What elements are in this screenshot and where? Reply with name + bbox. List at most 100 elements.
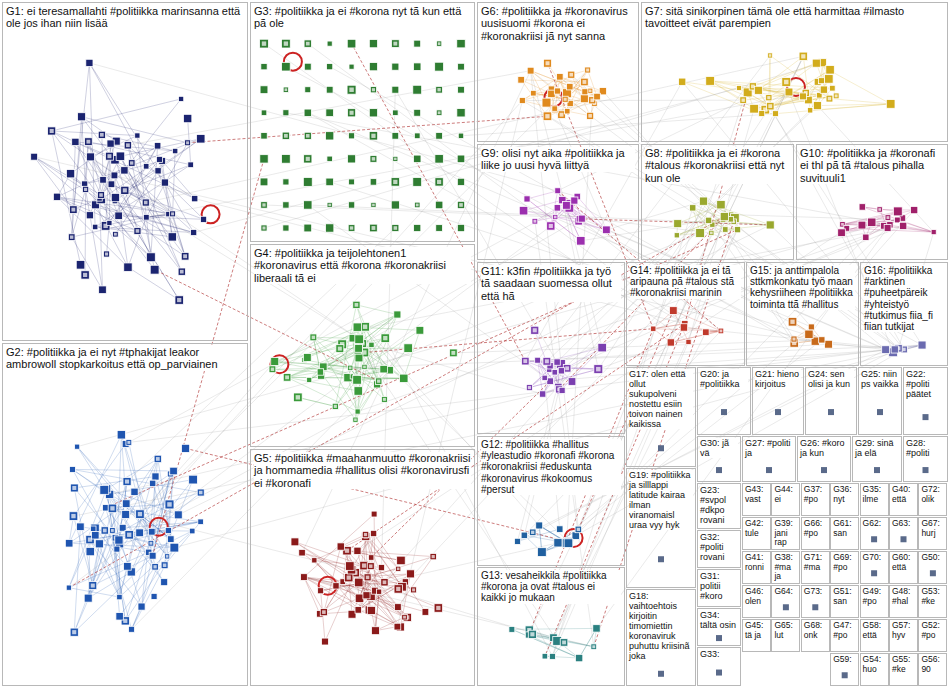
group-label: G35: ilme [863, 485, 886, 504]
vertex [168, 233, 176, 241]
vertex-core [394, 226, 398, 230]
vertex-core [412, 588, 415, 591]
vertex [269, 366, 276, 373]
vertex [125, 530, 134, 539]
vertex [553, 214, 558, 219]
vertex [406, 570, 414, 578]
tie-line [74, 492, 134, 632]
vertex [369, 39, 377, 47]
vertex [185, 140, 191, 146]
tie-line [571, 75, 590, 116]
vertex [282, 132, 289, 139]
vertex [116, 152, 125, 161]
vertex-core [136, 229, 140, 233]
tie-line [355, 573, 438, 608]
vertex [414, 202, 420, 208]
group-label: G29: sinä ja elä [855, 438, 899, 458]
vertex-core [86, 140, 90, 144]
vertex [114, 546, 120, 552]
vertex [766, 95, 772, 101]
group-label: G25: niin ps vaikka [861, 369, 899, 389]
group-box: G67: hurj [918, 517, 947, 550]
group-box: G21: hieno kirjoitus [752, 367, 804, 435]
vertex [304, 132, 311, 139]
vertex [104, 251, 110, 257]
vertex [527, 67, 534, 74]
vertex-core [177, 298, 181, 302]
vertex-core [841, 223, 844, 226]
vertex [380, 365, 388, 373]
vertex [124, 563, 132, 571]
vertex [679, 78, 686, 85]
vertex [718, 328, 724, 334]
tie-line [341, 547, 401, 627]
tie-line [72, 469, 170, 539]
group-box: G2: #politiikka ja ei nyt #tphakijat lea… [2, 343, 248, 686]
tie-line [146, 143, 187, 217]
vertex [355, 594, 364, 603]
group-label: G33: [700, 649, 720, 659]
tie-line [524, 211, 712, 233]
vertex-core [100, 133, 104, 137]
vertex [124, 263, 132, 271]
vertex [65, 539, 73, 547]
vertex [526, 384, 532, 390]
group-label: G73: [804, 587, 822, 597]
tie-line [528, 635, 593, 647]
vertex [361, 322, 370, 331]
vertex [667, 339, 674, 346]
group-box: G51: san [830, 585, 859, 618]
vertex [400, 374, 408, 382]
vertex [782, 78, 791, 87]
vertex [191, 229, 197, 235]
vertex [435, 155, 443, 163]
vertex-core [72, 630, 76, 634]
tie-line [115, 171, 158, 234]
vertex [690, 205, 696, 211]
vertex [566, 83, 573, 90]
tie-line [453, 340, 821, 353]
tie-line [91, 157, 182, 272]
vertex-core [167, 502, 171, 506]
vertex [392, 63, 399, 70]
group-label: G49: #po [863, 587, 886, 606]
vertex [78, 113, 86, 121]
vertex [170, 211, 176, 217]
vertex [371, 202, 376, 207]
vertex-core [163, 564, 166, 567]
vertex [82, 186, 88, 192]
group-box: G26: #koro ja kun [797, 436, 851, 482]
vertex-core [383, 580, 387, 584]
tie-line [128, 145, 155, 269]
vertex [402, 614, 408, 620]
vertex [740, 97, 747, 104]
vertex [580, 95, 588, 103]
group-box: G17: olen että ollut sukupolveni nostett… [626, 367, 696, 467]
group-label: G20: ja #politiikka [700, 369, 748, 389]
vertex [759, 111, 765, 117]
vertex-core [371, 134, 375, 138]
vertex [347, 365, 352, 370]
vertex [884, 224, 891, 231]
vertex-core [130, 161, 133, 164]
tie-line [323, 338, 385, 367]
group-label: G18: vaihtoehtois kirjoitin timomiettin … [629, 591, 693, 662]
vertex [304, 40, 311, 47]
vertex [116, 613, 123, 620]
vertex-core [363, 366, 366, 369]
group-label: G45: tä ja [745, 621, 768, 640]
group-box: G20: ja #politiikka [697, 367, 751, 435]
vertex [414, 133, 420, 139]
vertex-core [372, 204, 375, 207]
vertex-core [114, 233, 117, 236]
vertex-core [394, 158, 397, 161]
vertex [354, 387, 363, 396]
vertex [394, 623, 401, 630]
vertex [404, 344, 413, 353]
vertex [367, 606, 375, 614]
tie-line [125, 190, 204, 219]
group-label: G46: olen [745, 587, 768, 606]
vertex [260, 178, 268, 186]
vertex-core [123, 619, 127, 623]
group-label: G11: k3fin #politiikka ja työ tã saadaan… [481, 265, 621, 302]
